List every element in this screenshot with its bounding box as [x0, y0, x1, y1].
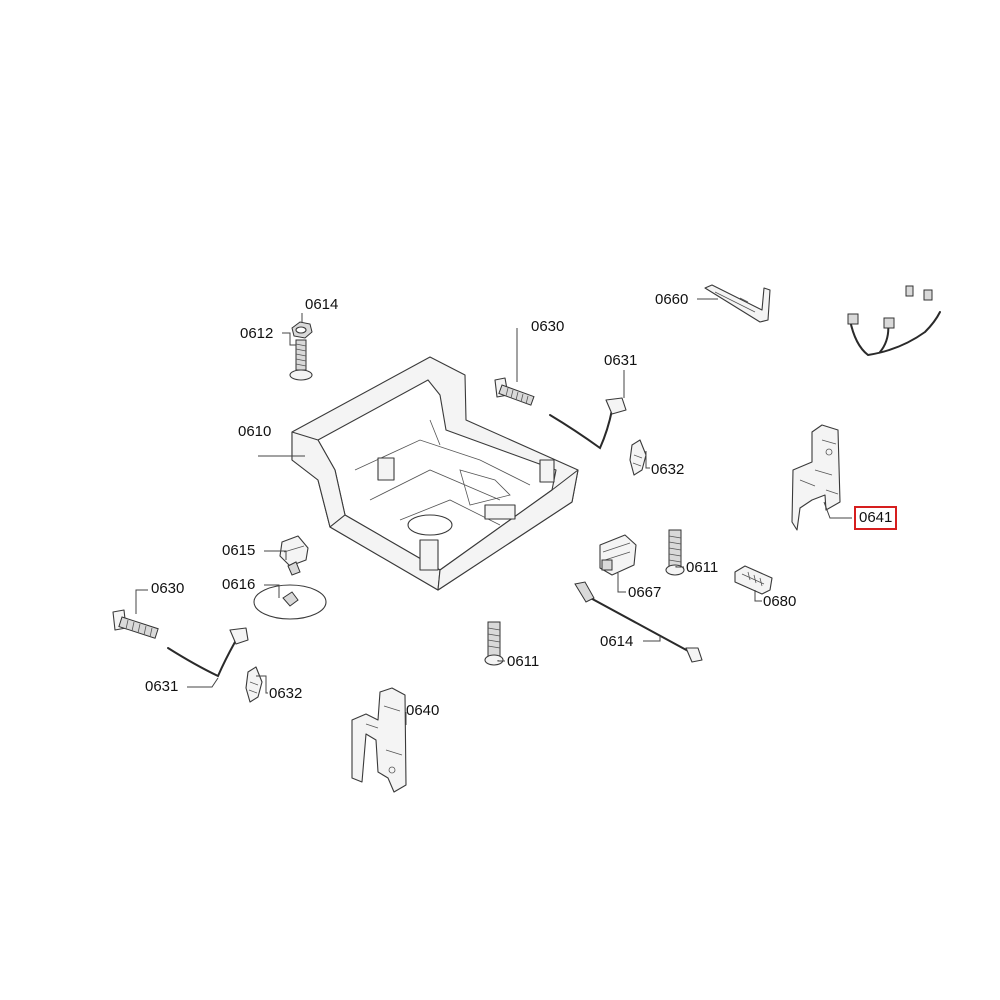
leader-lines: [135, 298, 852, 725]
spring-0630-right-part: [494, 377, 535, 406]
callout-0631-left: 0631: [145, 678, 179, 695]
disc-0616-part: [253, 584, 327, 620]
wiring-harness-part: [847, 285, 941, 357]
nut-0614-part: [291, 321, 313, 339]
callout-0611-right: 0611: [686, 559, 719, 576]
callout-0632-right: 0632: [651, 461, 685, 478]
base-tub-part: [291, 356, 579, 591]
foot-0611-right-part: [665, 529, 685, 576]
foot-0611-left-part: [484, 621, 504, 666]
callout-0615: 0615: [222, 542, 256, 559]
housing-0615-part: [279, 535, 309, 576]
callout-0680: 0680: [763, 593, 797, 610]
bracket-0660-part: [704, 284, 771, 323]
bracket-0641-part: [791, 424, 841, 531]
callout-0660: 0660: [655, 291, 689, 308]
clip-0632-left-part: [245, 666, 263, 703]
callout-0641-highlighted: 0641: [854, 506, 898, 530]
screw-0612-part: [289, 339, 313, 381]
sensor-0680-part: [734, 565, 773, 595]
callout-0614-top: 0614: [305, 296, 339, 313]
callout-0640: 0640: [406, 702, 440, 719]
bracket-0640-part: [351, 687, 407, 793]
rod-0614-part: [574, 581, 703, 663]
callout-0632-left: 0632: [269, 685, 303, 702]
callout-0630-left: 0630: [151, 580, 185, 597]
callout-0611-left: 0611: [507, 653, 540, 670]
callout-0610: 0610: [238, 423, 272, 440]
spring-0630-left-part: [112, 609, 159, 639]
callout-0631-right: 0631: [604, 352, 638, 369]
callout-0614-rod: 0614: [600, 633, 634, 650]
cable-0631-left-part: [167, 627, 249, 678]
valve-block-0667-part: [599, 534, 637, 576]
callout-0612: 0612: [240, 325, 274, 342]
clip-0632-right-part: [629, 439, 647, 476]
callout-0667: 0667: [628, 584, 662, 601]
cable-0631-right-part: [549, 397, 627, 450]
callout-0616: 0616: [222, 576, 256, 593]
callout-0630-right: 0630: [531, 318, 565, 335]
